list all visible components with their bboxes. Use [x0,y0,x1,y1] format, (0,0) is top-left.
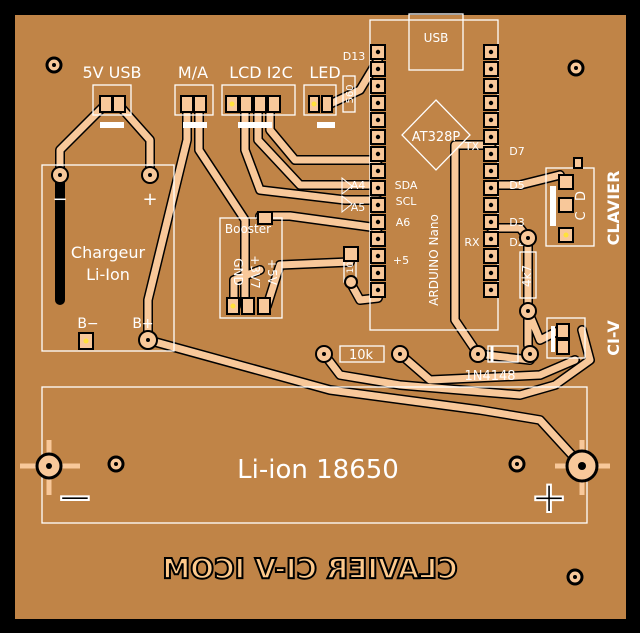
civ-label: CI-V [604,320,623,356]
nano-pin-d3: D3 [509,216,524,229]
charger-minus: − [52,189,67,210]
nano-header-hole [488,168,494,174]
nano-header-hole [488,270,494,276]
nano-header-hole [375,270,381,276]
nano-chip-label: AT328P [412,130,461,145]
nano-pin-a5: A5 [351,201,366,214]
nano-pin-tx: TX [464,140,480,153]
nano-header-hole [375,134,381,140]
resistor-10k-label: 10k [349,348,374,363]
resistor-560-label: 560 [345,84,356,103]
resistor-10k-horizontal: 10k [315,345,409,363]
nano-header-hole [488,66,494,72]
nano-pin-a6: A6 [396,216,411,229]
nano-header-hole [375,287,381,293]
nano-left-header [370,44,386,298]
clavier-c-label: C [574,211,589,220]
nano-name: ARDUINO Nano [427,214,441,306]
board-title: CLAVIER CI-V ICOM [162,552,457,585]
nano-header-hole [488,151,494,157]
nano-header-hole [488,117,494,123]
booster-pin-5v: +5V [265,259,279,286]
nano-header-hole [375,49,381,55]
resistor-4k7-label: 4k7 [520,265,534,287]
connector-5v-usb: 5V USB [82,63,142,128]
arduino-nano: USB AT328P ARDUINO Nano D13 A4 A5 SDA SC… [341,13,525,331]
nano-pin-scl: SCL [396,195,418,208]
connector-led-label: LED [309,63,340,82]
nano-header-hole [375,100,381,106]
connector-civ: CI-V [546,317,623,359]
nano-header-hole [375,83,381,89]
nano-pin-sda: SDA [395,179,418,192]
nano-header-hole [488,100,494,106]
nano-header-hole [375,253,381,259]
charger-b-minus: B− [77,316,98,332]
charger-plus: + [142,189,157,210]
diode-1n4148: 1N4148 [464,345,539,384]
connector-lcd-i2c: LCD I2C [221,63,296,128]
battery-minus-sign: − [57,472,94,523]
connector-led: LED [303,63,341,128]
nano-pin-rx: RX [464,236,480,249]
nano-header-hole [488,219,494,225]
board-title-mirrored: CLAVIER CI-V ICOM [161,551,458,586]
resistor-560: 560 [342,75,356,113]
nano-header-hole [375,185,381,191]
nano-header-hole [375,168,381,174]
clavier-d-label: D [574,191,589,201]
nano-header-hole [375,117,381,123]
connector-clavier: C D CLAVIER [545,157,623,247]
battery-holder: Li-ion 18650 − + [20,386,610,524]
connector-5v-usb-label: 5V USB [82,63,141,82]
nano-right-header [483,44,499,298]
nano-header-hole [488,134,494,140]
nano-pin-5v: +5 [393,254,409,267]
booster-title: Booster [225,222,271,236]
nano-header-hole [488,253,494,259]
booster-pin-3v7: +3V7 [248,255,262,289]
connector-ma-label: M/A [178,63,208,82]
booster-pin-gnd: GND [231,258,245,286]
nano-pin-d5: D5 [509,179,524,192]
nano-header-hole [375,219,381,225]
booster-module: Booster GND +3V7 +5V [219,211,283,319]
resistor-10k-vertical-label: 10k [346,256,356,273]
nano-header-hole [375,202,381,208]
nano-header-hole [488,236,494,242]
mount-holes [45,56,585,586]
nano-pin-d13: D13 [343,50,365,63]
nano-header-hole [488,287,494,293]
nano-usb-label: USB [424,31,449,45]
resistor-10k-vertical: 10k [343,246,359,289]
nano-header-hole [375,236,381,242]
connector-ma: M/A [174,63,214,128]
nano-header-hole [375,66,381,72]
nano-header-hole [488,185,494,191]
clavier-label: CLAVIER [604,171,623,246]
battery-label: Li-ion 18650 [237,455,399,485]
charger-title-1: Chargeur [71,243,146,262]
nano-header-hole [488,83,494,89]
nano-header-hole [375,151,381,157]
diode-label: 1N4148 [464,369,515,384]
nano-header-hole [488,49,494,55]
charger-title-2: Li-Ion [86,265,130,284]
resistor-4k7: 4k7 [519,229,537,320]
charger-b-plus: B+ [132,316,153,332]
nano-pin-a4: A4 [351,179,366,192]
nano-header-hole [488,202,494,208]
connector-lcd-label: LCD I2C [229,63,293,82]
battery-plus-sign: + [531,472,568,523]
nano-pin-d7: D7 [509,145,524,158]
charger-module: − + Chargeur Li-Ion B− B+ [41,164,175,352]
